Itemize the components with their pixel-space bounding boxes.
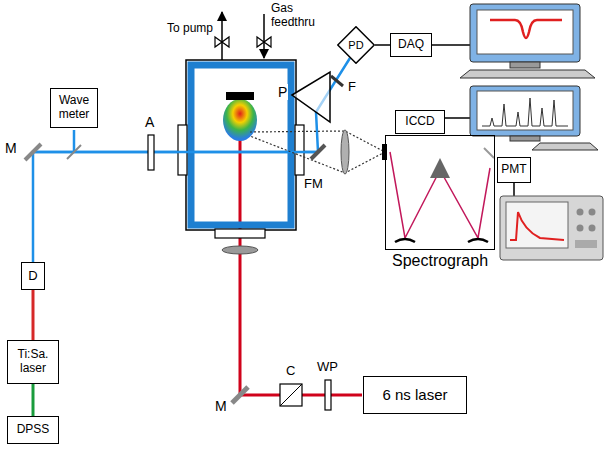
computer: [470, 86, 598, 150]
fold-mirror: [484, 148, 494, 158]
spectrograph-mirror: [395, 239, 415, 242]
scope-screen: [506, 202, 568, 248]
monitor: [470, 4, 580, 62]
part-label: Gas feedthru: [270, 2, 324, 30]
absorption-trace: [490, 20, 562, 38]
probe-beam: [33, 58, 350, 262]
mirror: [25, 144, 41, 160]
scope-body: [500, 196, 603, 260]
screen: [477, 10, 573, 54]
optical-path: [390, 152, 490, 238]
chamber-window: [178, 125, 187, 175]
node-text: ICCD: [405, 115, 434, 129]
computer: [460, 4, 595, 78]
cable: [445, 117, 470, 119]
knob: [589, 225, 596, 232]
part-label: M: [4, 140, 18, 156]
pump-laser-box: DPSS: [7, 416, 59, 444]
mirror: [232, 387, 248, 403]
node-text: Ti:Sa. laser: [11, 348, 55, 376]
diamond-outline: [338, 27, 374, 63]
button-row: [575, 240, 597, 248]
node-text: Wave meter: [54, 94, 94, 122]
knob: [589, 209, 596, 216]
part-label: FM: [303, 177, 324, 192]
beam-connector: [375, 44, 390, 46]
daq-box: DAQ: [390, 33, 432, 57]
decay-trace: [510, 212, 564, 240]
part-label: A: [144, 114, 155, 130]
oscilloscope: [500, 196, 603, 260]
node-text: 6 ns laser: [382, 386, 447, 403]
valve-symbol: [215, 37, 229, 47]
knob: [577, 225, 584, 232]
polarizer-cube: [280, 384, 302, 406]
part-label: P: [277, 84, 288, 100]
monitor: [470, 86, 580, 136]
part-label: WP: [316, 360, 339, 375]
node-text: Spectrograph: [392, 252, 488, 270]
beam-connector: [32, 290, 35, 340]
plasma-plume: [223, 99, 257, 141]
node-text: PMT: [501, 163, 526, 177]
pump-line: [221, 12, 223, 60]
instrument-box: Wave meter: [50, 88, 98, 128]
aperture: [148, 135, 154, 170]
waveplate: [325, 380, 331, 410]
keyboard: [532, 143, 598, 150]
node-text: D: [28, 269, 37, 284]
knob: [577, 209, 584, 216]
flip-mirror: [311, 145, 325, 159]
monitor-stand: [510, 136, 540, 141]
camera-box: ICCD: [395, 110, 445, 134]
node-text: PD: [348, 39, 363, 52]
detector-box: PMT: [497, 157, 531, 183]
screen: [477, 91, 573, 130]
part-label: M: [214, 398, 228, 414]
node-text: DAQ: [398, 38, 424, 52]
polarizer-cube: [280, 384, 302, 406]
photodiode: PD: [337, 26, 375, 64]
part-label: C: [285, 364, 296, 379]
prism: [292, 72, 330, 122]
chamber-wall: [191, 65, 291, 225]
filter: [331, 76, 343, 86]
part-label: To pump: [166, 22, 214, 36]
node-text: DPSS: [17, 423, 50, 437]
vacuum-chamber: [186, 60, 296, 230]
laser-box: Ti:Sa. laser: [7, 340, 59, 384]
focusing-lens: [222, 246, 258, 254]
grating: [430, 158, 450, 178]
collection-lens: [341, 130, 349, 174]
beam-splitter: [67, 145, 81, 159]
doubler-box: D: [21, 262, 45, 290]
chamber-window: [215, 229, 265, 238]
spectrograph-mirror: [468, 239, 488, 242]
keyboard: [460, 70, 595, 78]
spectrum-trace: [482, 98, 568, 126]
cable: [432, 44, 470, 46]
laser-box: 6 ns laser: [363, 376, 467, 414]
chamber-window: [295, 125, 304, 175]
collection-path: [250, 131, 385, 173]
monitor-stand: [510, 62, 540, 68]
probe-beam: [73, 130, 76, 152]
beam-connector: [32, 384, 35, 416]
target: [226, 92, 254, 100]
spectrograph-box: Spectrograph: [385, 135, 495, 250]
cable: [513, 183, 515, 196]
gas-line: [263, 14, 265, 58]
part-label: F: [347, 80, 357, 95]
valve-symbol: [257, 37, 271, 47]
